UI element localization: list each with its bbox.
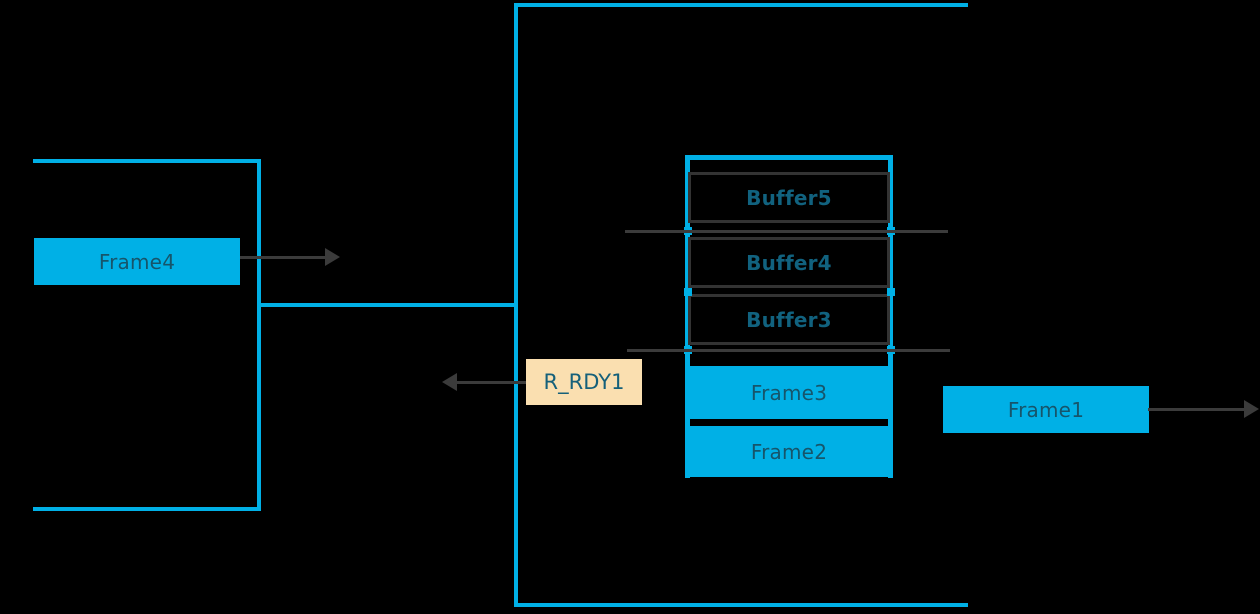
r-rdy1-return-arrow-line: [456, 381, 526, 384]
buffer-slot-3[interactable]: Buffer3: [688, 294, 890, 345]
buffer-slot-3-label: Buffer3: [746, 307, 832, 332]
credit-line-lower: [627, 349, 950, 352]
r-rdy1-signal-box[interactable]: R_RDY1: [526, 359, 642, 405]
frame1-label: Frame1: [1007, 397, 1085, 422]
frame4-box[interactable]: Frame4: [34, 238, 240, 285]
frame2-label: Frame2: [750, 439, 828, 464]
destination-node-top-edge: [514, 3, 968, 7]
buffer-slot-5-label: Buffer5: [746, 185, 832, 210]
buffer-stack-left-edge: [685, 155, 690, 478]
frame4-label: Frame4: [98, 249, 176, 274]
buffer-stack-top-edge: [685, 155, 893, 160]
frame3-label: Frame3: [750, 380, 828, 405]
frame2-box[interactable]: Frame2: [685, 426, 893, 477]
frame1-output-arrow-head: [1244, 400, 1259, 418]
link-line: [259, 303, 518, 307]
r-rdy1-return-arrow-head: [442, 373, 457, 391]
source-node-top-edge: [33, 159, 261, 163]
destination-node-bottom-edge: [514, 603, 968, 607]
frame4-transmit-arrow-head: [325, 248, 340, 266]
frame3-box[interactable]: Frame3: [685, 366, 893, 419]
r-rdy1-label: R_RDY1: [543, 370, 625, 394]
frame1-box[interactable]: Frame1: [943, 386, 1149, 433]
stack-handle-right-mid[interactable]: [887, 288, 895, 296]
credit-line-upper: [625, 230, 948, 233]
buffer-stack-right-edge: [888, 155, 893, 478]
buffer-slot-4-label: Buffer4: [746, 250, 832, 275]
source-node-bottom-edge: [33, 507, 261, 511]
buffer-slot-5[interactable]: Buffer5: [688, 172, 890, 223]
source-node-right-edge: [257, 159, 261, 511]
buffer-slot-4[interactable]: Buffer4: [688, 237, 890, 288]
frame1-output-arrow-line: [1148, 408, 1245, 411]
stack-handle-left-mid[interactable]: [684, 288, 692, 296]
frame4-transmit-arrow-line: [240, 256, 326, 259]
destination-node-left-edge: [514, 3, 518, 607]
